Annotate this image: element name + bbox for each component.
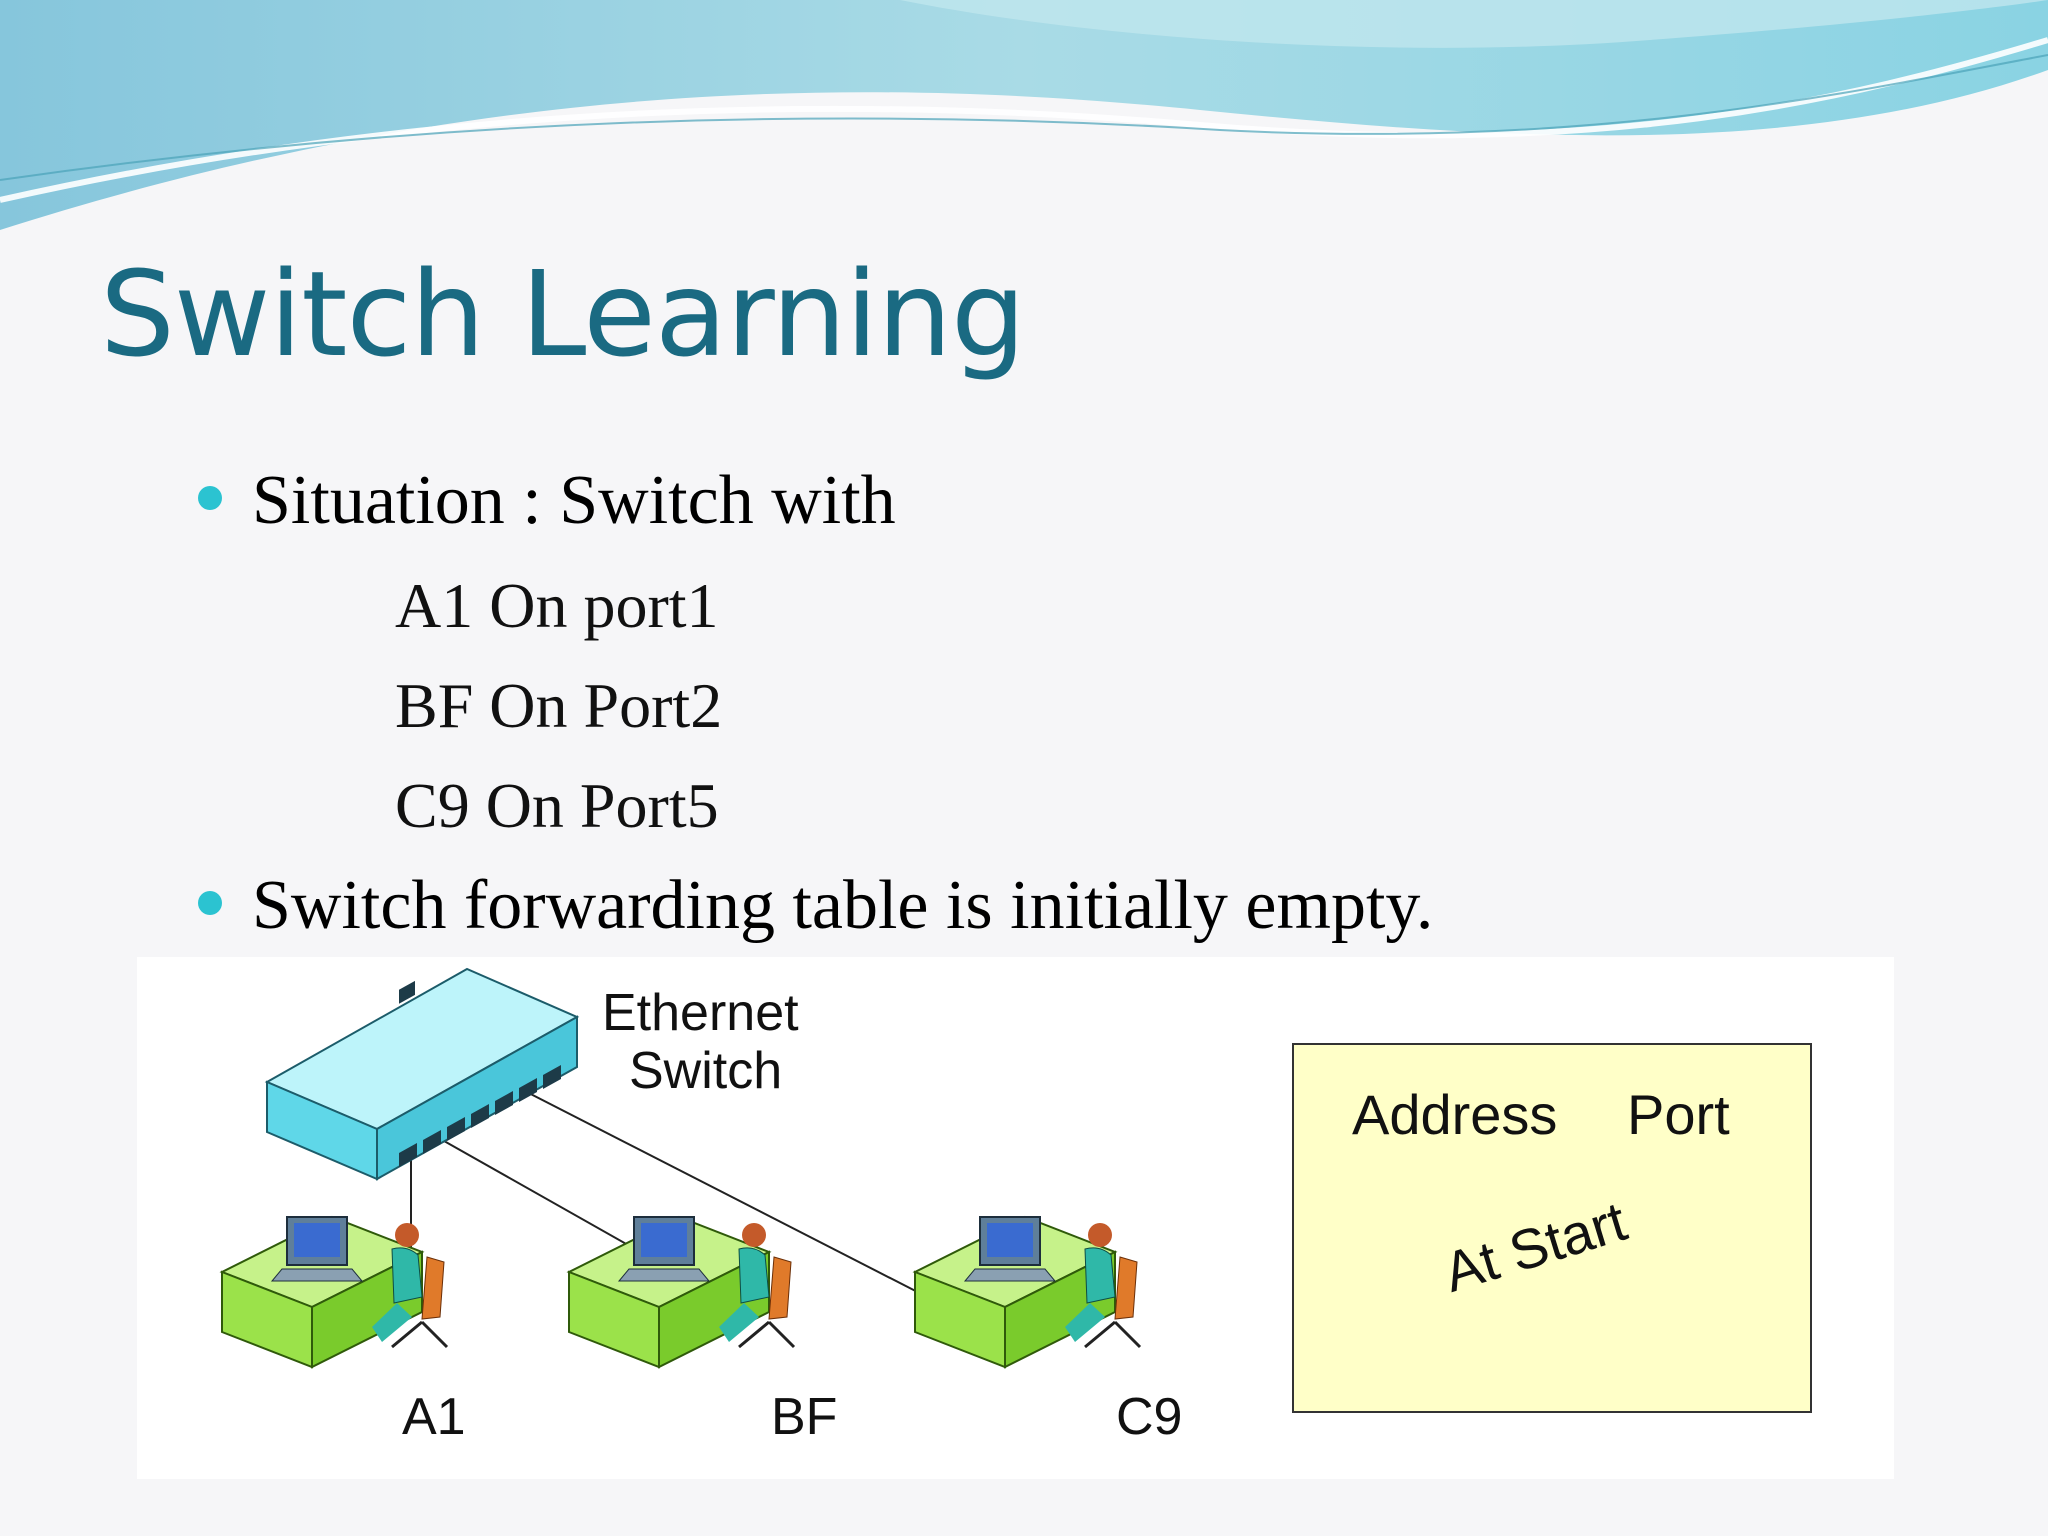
table-header-address: Address: [1352, 1083, 1558, 1146]
bullet-text: Situation : Switch with: [252, 462, 896, 539]
workstation-bf-icon: [566, 1215, 796, 1369]
host-label-bf: BF: [771, 1388, 838, 1446]
switch-diagram: Ethernet Switch A1 BF C9 Address Port At…: [137, 957, 1894, 1479]
switch-label: Switch: [629, 1042, 783, 1100]
bullet-dot-icon: [198, 486, 222, 510]
host-label-c9: C9: [1116, 1388, 1183, 1446]
cable-c9: [516, 1086, 938, 1303]
bullet-dot-icon: [198, 891, 222, 915]
switch-label: Ethernet: [602, 984, 799, 1042]
forwarding-table: Address Port At Start: [1292, 1043, 1812, 1413]
sub-item-a1: A1 On port1: [395, 570, 719, 641]
host-label-a1: A1: [402, 1388, 466, 1446]
bullet-text: Switch forwarding table is initially emp…: [252, 867, 1434, 944]
sub-item-bf: BF On Port2: [395, 670, 723, 741]
sub-item-c9: C9 On Port5: [395, 770, 719, 841]
workstation-c9-icon: [912, 1215, 1142, 1369]
table-header-port: Port: [1627, 1083, 1730, 1146]
slide-title: Switch Learning: [100, 245, 1026, 383]
table-note: At Start: [1436, 1189, 1634, 1304]
header-wave-decoration: [0, 0, 2048, 230]
workstation-a1-icon: [219, 1215, 449, 1369]
ethernet-switch-icon: [264, 967, 580, 1181]
network-drawing: [219, 967, 1142, 1369]
